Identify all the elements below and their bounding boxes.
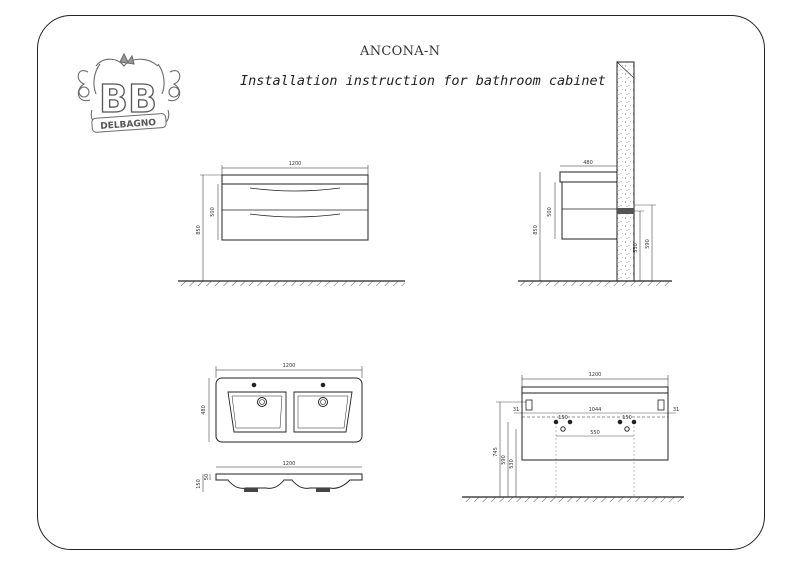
- front-drawer-handle-top: [249, 187, 341, 192]
- wall-dim-total: 745: [493, 447, 499, 457]
- drawing-title: ANCONA-N: [360, 44, 441, 59]
- drawing-subtitle: Installation instruction for bathroom ca…: [240, 73, 606, 89]
- side-pipe-connection: [617, 208, 634, 214]
- logo-banner: [91, 113, 167, 133]
- wall-dim-drain-span: 550: [590, 430, 600, 436]
- basin-bowl-left: [227, 391, 287, 433]
- section-dim-h1: 50: [204, 474, 210, 480]
- front-dim-body: 500: [210, 207, 216, 217]
- wall-cabinet-outline: [521, 392, 669, 461]
- section-dim-h2: 150: [196, 479, 202, 489]
- wall-plan-view: [462, 375, 684, 502]
- front-countertop: [221, 174, 369, 185]
- basin-section-view: [202, 466, 363, 492]
- front-drawer-handle-bottom: [249, 213, 341, 218]
- wall-dim-edge-right: 31: [673, 407, 679, 413]
- wall-bracket-left: [525, 399, 533, 411]
- wall-dim-width: 1200: [589, 372, 602, 378]
- section-dim-width: 1200: [283, 461, 296, 467]
- faucet-hole-left: [251, 382, 257, 388]
- side-dim-pipe-high: 590: [645, 239, 651, 249]
- wall-dim-offset-right: 150: [622, 415, 632, 421]
- front-dim-total: 850: [196, 225, 202, 235]
- drain-right: [318, 397, 328, 407]
- drain-left: [257, 397, 267, 407]
- side-dim-depth: 480: [583, 160, 593, 166]
- front-cabinet-body: [221, 183, 369, 241]
- side-dim-total: 850: [533, 225, 539, 235]
- drain-pipe-left: [560, 426, 566, 432]
- basin-dim-width: 1200: [283, 363, 296, 369]
- water-inlet-3: [617, 419, 623, 425]
- wall-dim-center-span: 1044: [589, 407, 602, 413]
- basin-outline: [215, 377, 363, 443]
- side-dim-body: 500: [547, 207, 553, 217]
- faucet-hole-right: [320, 382, 326, 388]
- wall-floor-hatch: [462, 497, 684, 502]
- side-countertop: [559, 171, 618, 183]
- basin-bowl-right: [293, 391, 353, 433]
- front-view: [178, 165, 405, 286]
- wall-dim-edge-left: 31: [513, 407, 519, 413]
- side-cabinet-body: [561, 181, 618, 240]
- side-floor-hatch: [518, 281, 672, 286]
- basin-top-view: [208, 366, 363, 443]
- brand-logo: BB DELBAGNO: [77, 52, 181, 133]
- water-inlet-2: [567, 419, 573, 425]
- wall-dim-low: 530: [509, 459, 515, 469]
- wall-countertop: [521, 386, 669, 394]
- front-dim-width: 1200: [289, 161, 302, 167]
- drain-pipe-right: [624, 426, 630, 432]
- side-dim-pipe-low: 530: [633, 243, 639, 253]
- side-view: [518, 61, 672, 286]
- logo-monogram: BB: [99, 77, 157, 121]
- side-wall: [616, 61, 635, 282]
- basin-dim-depth: 480: [201, 405, 207, 415]
- wall-dim-mid: 590: [501, 455, 507, 465]
- basin-section-profile: [215, 473, 363, 489]
- logo-brand-text: DELBAGNO: [100, 118, 157, 132]
- wall-bracket-right: [657, 399, 665, 411]
- front-floor-hatch: [178, 281, 405, 286]
- wall-dim-offset-left: 150: [558, 415, 568, 421]
